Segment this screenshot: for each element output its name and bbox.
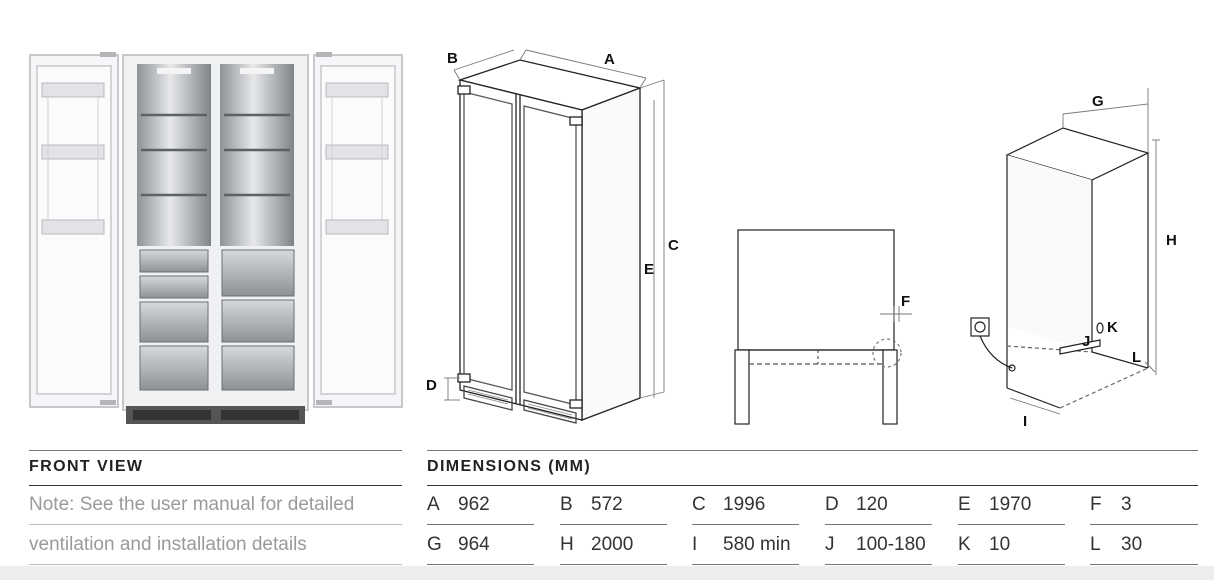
note-divider [29,524,402,525]
front-view-title-rule [29,485,402,486]
note-line-2: ventilation and installation details [29,534,307,555]
label-e: E [644,261,654,278]
note-bottom-rule [29,564,402,565]
dim-divider [825,524,932,525]
bottom-strip [0,566,1214,580]
label-c: C [668,237,679,254]
dim-divider [692,524,799,525]
dim-divider [427,564,534,565]
dimension-diagram [444,49,665,424]
label-k: K [1107,319,1118,336]
niche-diagram [970,88,1160,415]
label-b: B [447,50,458,67]
gap-detail-diagram [734,229,912,425]
label-l: L [1132,349,1141,366]
dim-divider [825,564,932,565]
dim-divider [958,564,1065,565]
dim-divider [1090,524,1198,525]
label-a: A [604,51,615,68]
front-view-illustration [29,52,403,424]
label-g: G [1092,93,1104,110]
dim-divider [958,524,1065,525]
front-view-top-rule [29,450,402,451]
note-line-1: Note: See the user manual for detailed [29,494,355,515]
label-f: F [901,293,910,310]
dim-divider [1090,564,1198,565]
dimensions-title-rule [427,485,1198,486]
label-d: D [426,377,437,394]
dim-divider [560,564,667,565]
label-i: I [1023,413,1027,430]
dimensions-title: DIMENSIONS (MM) [427,458,592,475]
dimensions-top-rule [427,450,1198,451]
label-h: H [1166,232,1177,249]
label-j: J [1082,333,1090,350]
illustrations: A B C D E F G H I J K L [29,49,1177,430]
dim-divider [560,524,667,525]
front-view-title: FRONT VIEW [29,458,144,475]
dim-divider [427,524,534,525]
dim-divider [692,564,799,565]
